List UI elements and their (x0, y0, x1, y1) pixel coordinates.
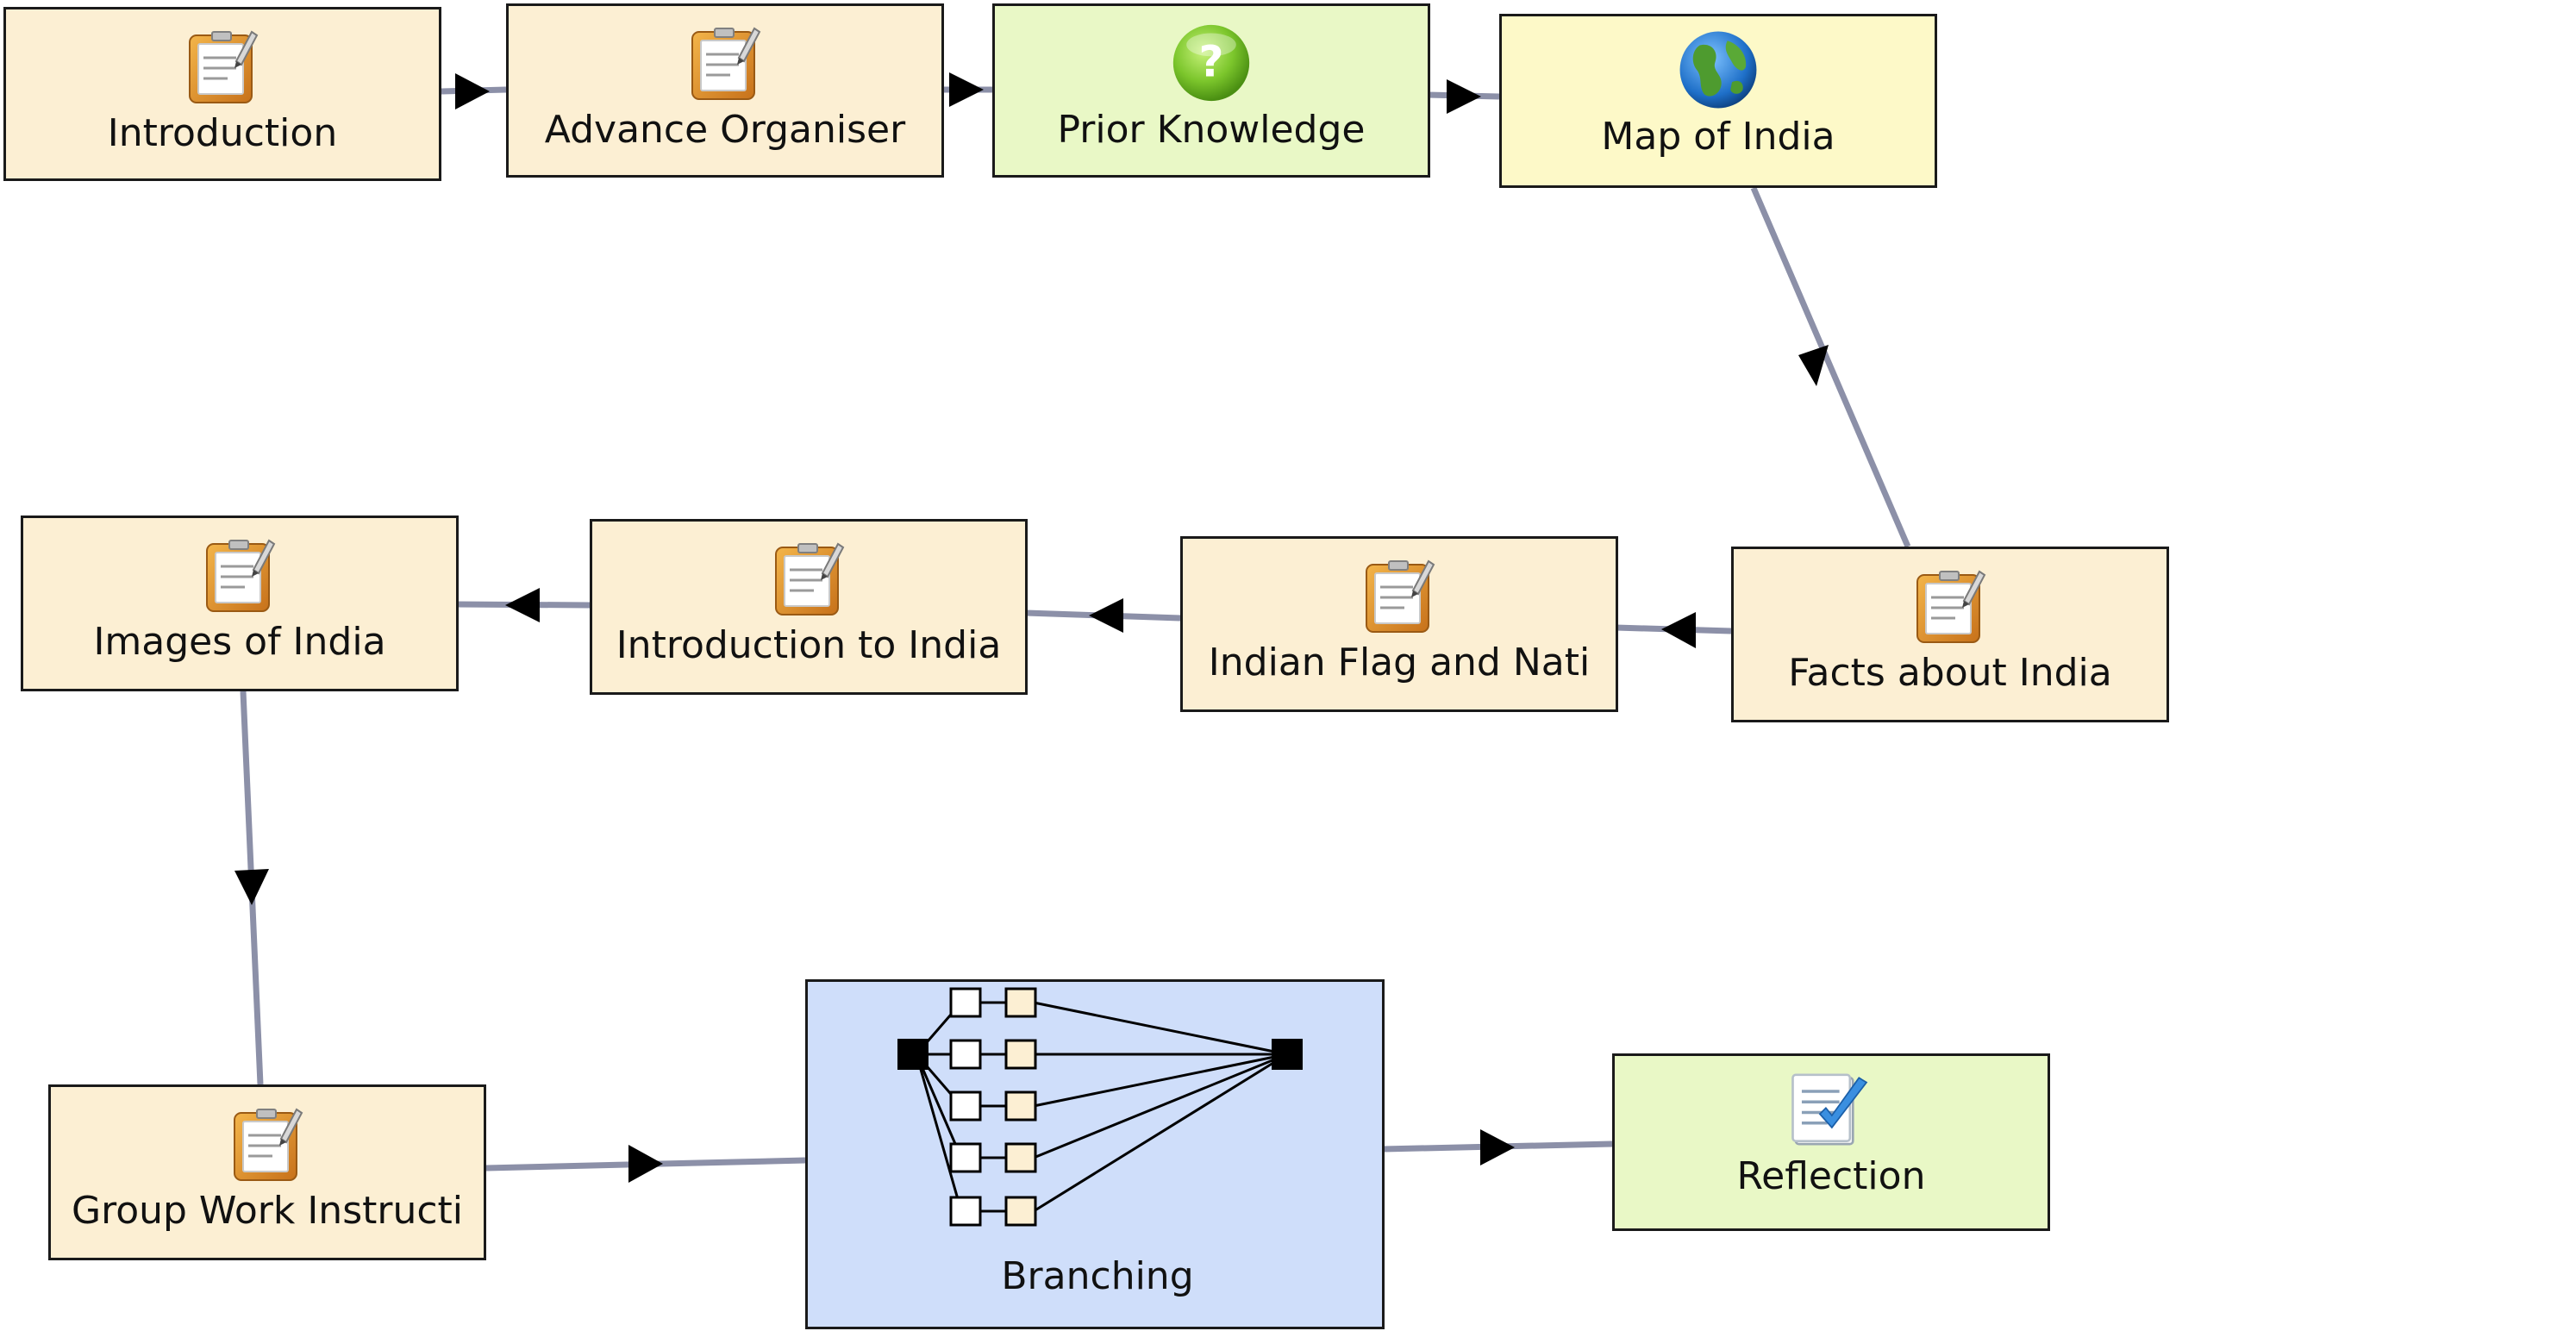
globe-icon (1677, 28, 1760, 111)
connector-map-of-india-facts-about-india[interactable] (1750, 186, 1911, 548)
activity-label: Group Work Instructi (71, 1189, 464, 1233)
arrowheads (234, 72, 1829, 1183)
activity-label: Map of India (1601, 115, 1835, 159)
notebook-icon (198, 534, 281, 616)
activity-introduction[interactable]: Introduction (3, 7, 441, 181)
arrowhead (1447, 79, 1481, 114)
activity-introduction-to-india[interactable]: Introduction to India (590, 519, 1028, 695)
activity-label: Branching (1001, 1254, 1194, 1298)
activity-group-work[interactable]: Group Work Instructi (48, 1084, 486, 1260)
activity-prior-knowledge[interactable]: ? Prior Knowledge (992, 3, 1430, 178)
activity-label: Images of India (93, 620, 386, 664)
arrowhead (1480, 1129, 1515, 1165)
arrowhead (505, 588, 540, 622)
arrowhead (1798, 345, 1829, 386)
question-icon: ? (1170, 22, 1253, 104)
notebook-icon (226, 1103, 309, 1185)
notebook-icon (1358, 554, 1441, 637)
activity-reflection[interactable]: Reflection (1612, 1053, 2050, 1231)
activity-label: Introduction to India (616, 623, 1002, 667)
activity-label: Indian Flag and Nati (1208, 641, 1591, 684)
activity-advance-organiser[interactable]: Advance Organiser (506, 3, 944, 178)
arrowhead (234, 869, 269, 905)
notebook-icon (1909, 565, 1991, 647)
activity-label: Facts about India (1788, 651, 2112, 695)
notebook-icon (684, 22, 766, 104)
branching-icon (808, 982, 1382, 1240)
activity-label: Introduction (107, 111, 338, 155)
activity-label: Advance Organiser (544, 108, 906, 152)
checklist-icon (1790, 1068, 1873, 1151)
activity-facts-about-india[interactable]: Facts about India (1731, 547, 2169, 722)
arrowhead (455, 73, 490, 109)
svg-text:?: ? (1199, 36, 1224, 86)
arrowhead (1661, 612, 1696, 648)
activity-images-of-india[interactable]: Images of India (21, 516, 459, 691)
notebook-icon (181, 25, 264, 108)
arrowhead (628, 1145, 663, 1183)
activity-label: Prior Knowledge (1057, 108, 1366, 152)
activity-indian-flag[interactable]: Indian Flag and Nati (1180, 536, 1618, 712)
activity-map-of-india[interactable]: Map of India (1499, 14, 1937, 188)
notebook-icon (767, 537, 850, 620)
arrowhead (1089, 598, 1123, 633)
activity-label: Reflection (1736, 1154, 1926, 1198)
activity-branching[interactable]: Branching (805, 979, 1385, 1329)
arrowhead (949, 72, 984, 107)
